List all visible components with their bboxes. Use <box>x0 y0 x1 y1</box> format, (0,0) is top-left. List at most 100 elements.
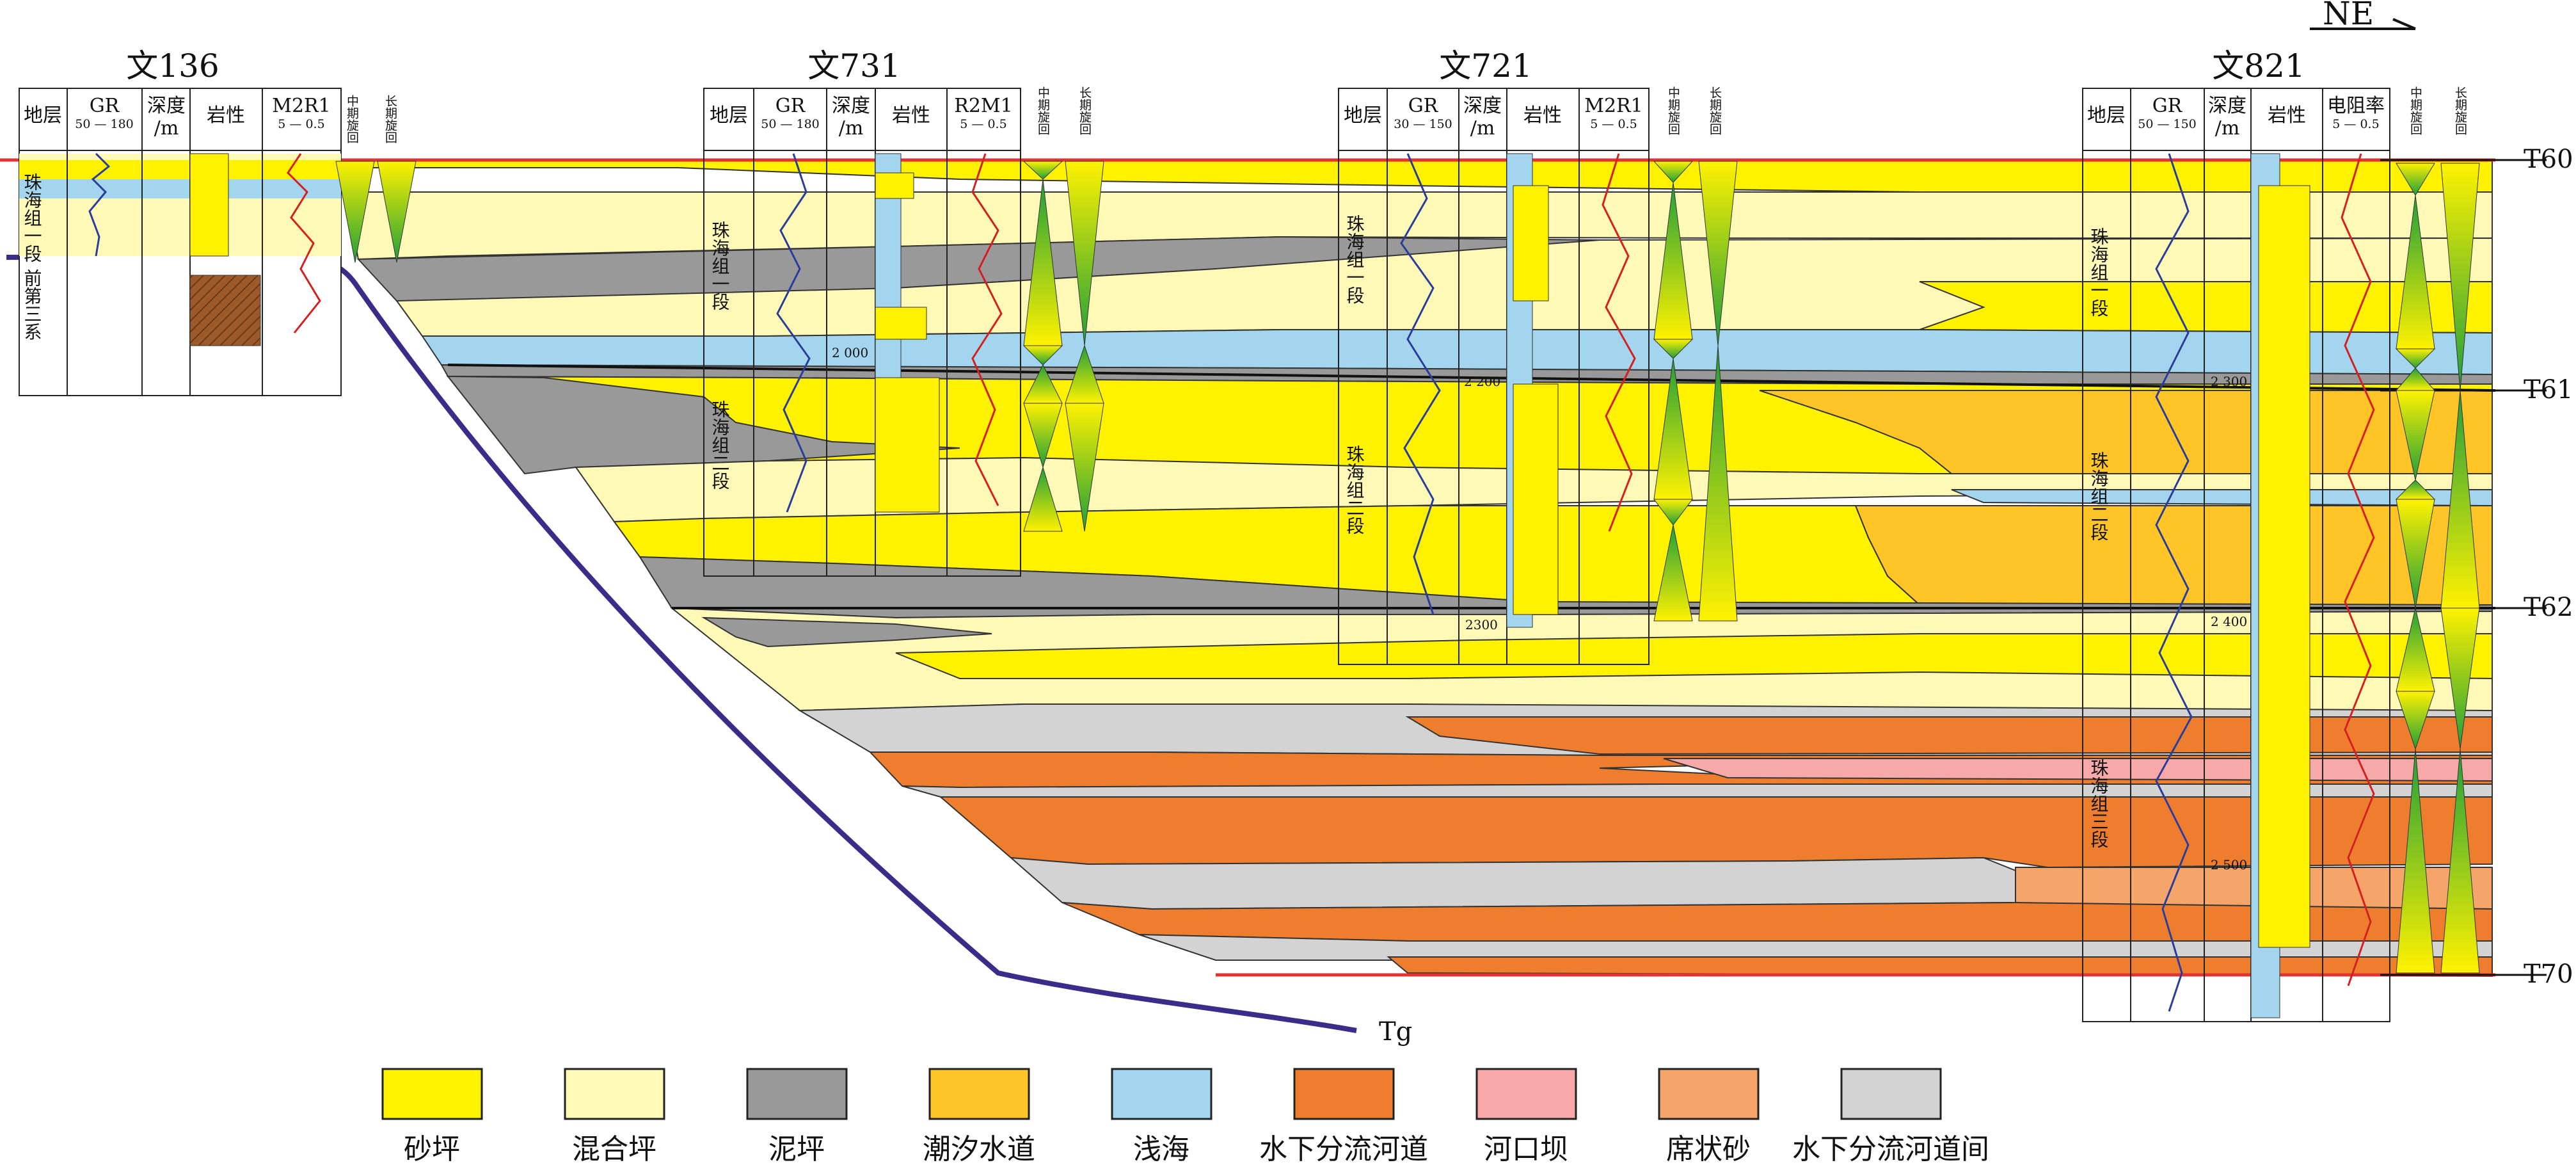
legend-label: 泥坪 <box>768 1133 825 1165</box>
col-header-strat: 地层 <box>1344 104 1382 127</box>
res-label: 电阻率 <box>2327 95 2385 117</box>
res-label: M2R1 <box>1584 95 1642 117</box>
layer-interchannel-3 <box>1009 856 2016 910</box>
horizon-t62: T62 <box>2524 593 2573 622</box>
col-header-gr: GR <box>2152 95 2183 117</box>
col-header-depth: 深度 <box>832 95 870 117</box>
depth-mark: 2 300 <box>2211 374 2247 389</box>
gr-scale: 50 — 180 <box>761 117 820 131</box>
well-panel: 文731 地层 GR 50 — 180 深度 /m 岩性 R2M1 5 — 0.… <box>703 47 1021 577</box>
depth-unit: /m <box>2215 117 2240 140</box>
horizon-lines <box>0 158 2547 977</box>
legend-swatch <box>1475 1068 1577 1120</box>
facies-legend: 砂坪 混合坪 泥坪 潮汐水道 浅海 水下分流河道 河口坝 席状砂 水下分流河道间 <box>381 1068 1989 1165</box>
strat-unit: 前第三系 <box>22 269 43 341</box>
depth-mark: 2 500 <box>2211 857 2247 872</box>
legend-swatch <box>1293 1068 1395 1120</box>
legend-swatch <box>928 1068 1030 1120</box>
col-header-litho: 岩性 <box>892 104 930 127</box>
col-header-strat: 地层 <box>2087 104 2126 127</box>
layer-mud-4 <box>701 616 992 648</box>
strat-unit: 珠海组三段 <box>2088 759 2110 848</box>
res-label: R2M1 <box>954 95 1012 117</box>
legend-swatch <box>1658 1068 1760 1120</box>
orientation-label: NE <box>2323 0 2374 32</box>
legend-swatch <box>381 1068 483 1120</box>
strat-unit: 珠海组一段 <box>2088 227 2110 317</box>
gr-scale: 30 — 150 <box>1394 117 1452 131</box>
cycle-column: 中期旋回 长期旋回 <box>2395 86 2480 974</box>
col-header-strat: 地层 <box>24 104 62 127</box>
mid-cycle-label: 中期旋回 <box>2408 86 2422 135</box>
well-name: 文136 <box>126 47 219 84</box>
legend-label: 水下分流河道 <box>1259 1133 1428 1165</box>
mid-cycle-label: 中期旋回 <box>1666 86 1680 135</box>
legend-label: 河口坝 <box>1484 1133 1568 1165</box>
col-header-gr: GR <box>1408 95 1439 117</box>
well-panel: 文821 地层 GR 50 — 150 深度 /m 岩性 电阻率 5 — 0.5… <box>2082 47 2390 1022</box>
legend-swatch <box>564 1068 665 1120</box>
res-scale: 5 — 0.5 <box>1590 117 1637 131</box>
depth-mark: 2 400 <box>2211 614 2247 629</box>
col-header-litho: 岩性 <box>207 104 245 127</box>
legend-swatch <box>746 1068 848 1120</box>
horizon-t61: T61 <box>2524 375 2573 405</box>
col-header-gr: GR <box>90 95 120 117</box>
col-header-litho: 岩性 <box>1523 104 1562 127</box>
legend-label: 席状砂 <box>1666 1133 1751 1165</box>
res-scale: 5 — 0.5 <box>960 117 1006 131</box>
strat-unit: 珠海组一段 <box>1344 214 1365 304</box>
layer-sand-upper <box>345 159 2493 193</box>
gr-scale: 50 — 150 <box>2138 117 2197 131</box>
depth-unit: /m <box>154 117 179 140</box>
legend-label: 混合坪 <box>572 1133 656 1165</box>
depth-unit: /m <box>839 117 864 140</box>
col-header-depth: 深度 <box>147 95 186 117</box>
well-panel: 文721 地层 GR 30 — 150 深度 /m 岩性 M2R1 5 — 0.… <box>1338 47 1650 665</box>
res-label: M2R1 <box>272 95 330 117</box>
legend-label: 砂坪 <box>404 1133 460 1165</box>
long-cycle-label: 长期旋回 <box>1708 86 1722 135</box>
res-scale: 5 — 0.5 <box>278 117 324 131</box>
col-header-depth: 深度 <box>2208 95 2246 117</box>
col-header-gr: GR <box>775 95 806 117</box>
cycle-column: 中期旋回 长期旋回 <box>1022 86 1104 532</box>
horizon-t70: T70 <box>2524 960 2573 989</box>
strat-unit: 珠海组二段 <box>2088 451 2110 541</box>
basement-area <box>0 256 998 1165</box>
cycle-column: 中期旋回 长期旋回 <box>1653 86 1738 622</box>
layer-mouth-bar <box>1663 758 2493 782</box>
mid-cycle-label: 中期旋回 <box>345 95 359 143</box>
well-name: 文731 <box>807 47 900 84</box>
well-name: 文821 <box>2212 47 2305 84</box>
res-scale: 5 — 0.5 <box>2332 117 2379 131</box>
horizon-tg: Tg <box>1379 1017 1412 1047</box>
legend-label: 潮汐水道 <box>923 1133 1035 1165</box>
well-name: 文721 <box>1439 47 1532 84</box>
col-header-depth: 深度 <box>1463 95 1502 117</box>
long-cycle-label: 长期旋回 <box>1077 86 1092 135</box>
strat-unit: 珠海组一段 <box>710 221 731 310</box>
tg-surface <box>6 253 1357 1033</box>
long-cycle-label: 长期旋回 <box>383 95 397 143</box>
col-header-strat: 地层 <box>710 104 748 127</box>
horizon-t60: T60 <box>2524 145 2573 174</box>
strat-unit: 珠海组二段 <box>710 400 731 490</box>
strat-unit: 珠海组二段 <box>1344 445 1365 534</box>
depth-mark: 2300 <box>1465 617 1498 632</box>
layer-tidal-channel-2 <box>1854 505 2493 606</box>
layer-sand-5 <box>895 633 2493 680</box>
mid-cycle-label: 中期旋回 <box>1036 86 1050 135</box>
legend-label: 水下分流河道间 <box>1792 1133 1989 1165</box>
depth-unit: /m <box>1470 117 1495 140</box>
long-cycle-label: 长期旋回 <box>2453 86 2467 135</box>
legend-swatch <box>1111 1068 1212 1120</box>
strat-unit: 珠海组一段 <box>22 173 43 262</box>
legend-label: 浅海 <box>1133 1133 1189 1165</box>
orientation-indicator: NE <box>2310 0 2416 32</box>
legend-swatch <box>1840 1068 1942 1120</box>
col-header-litho: 岩性 <box>2268 104 2306 127</box>
depth-mark: 2 000 <box>832 345 868 360</box>
gr-scale: 50 — 180 <box>75 117 134 131</box>
